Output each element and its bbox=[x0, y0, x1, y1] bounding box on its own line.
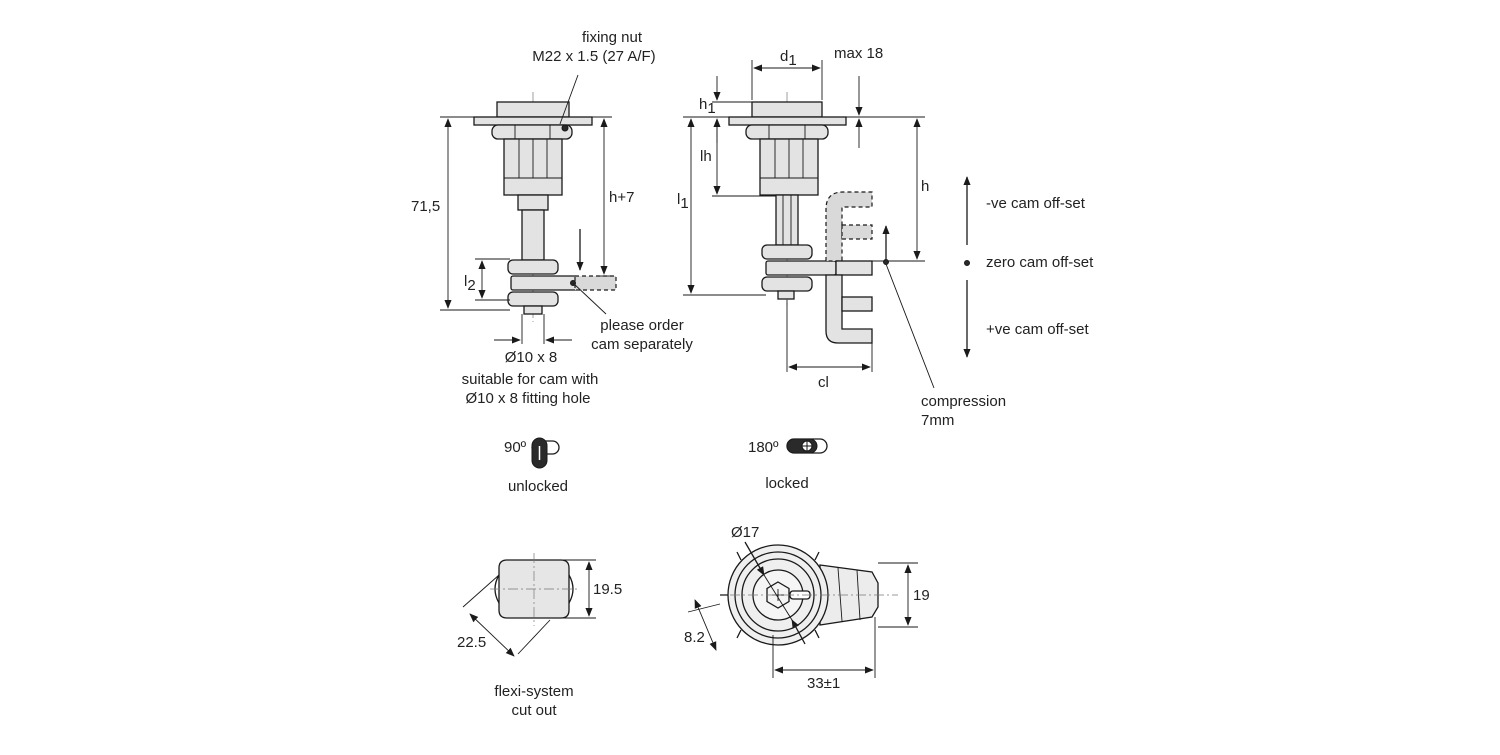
dim-h1: h1 bbox=[699, 96, 716, 117]
fitting-hole-label: Ø10 x 8 fitting hole bbox=[465, 390, 590, 407]
dim-dia-17: Ø17 bbox=[731, 524, 759, 541]
locked-label: locked bbox=[765, 475, 808, 492]
unlocked-indicator-icon bbox=[531, 437, 560, 469]
dim-8-2: 8.2 bbox=[684, 629, 705, 646]
locked-indicator-icon bbox=[786, 438, 828, 454]
unlocked-label: unlocked bbox=[508, 478, 568, 495]
dim-dia-10x8: Ø10 x 8 bbox=[505, 349, 558, 366]
dim-19-5: 19.5 bbox=[593, 581, 622, 598]
angle-90-label: 90º bbox=[504, 439, 527, 456]
angle-180-label: 180º bbox=[748, 439, 779, 456]
dim-cl: cl bbox=[818, 374, 829, 391]
suitable-cam-label: suitable for cam with bbox=[462, 371, 599, 388]
flexi-cut-out-view bbox=[462, 553, 596, 657]
dim-33: 33±1 bbox=[807, 675, 840, 692]
compression-value: 7mm bbox=[921, 412, 954, 429]
front-view bbox=[687, 541, 918, 678]
dim-19: 19 bbox=[913, 587, 930, 604]
dim-l2: l2 bbox=[464, 273, 476, 294]
fixing-nut-label: fixing nut bbox=[582, 29, 643, 46]
pos-offset-label: +ve cam off-set bbox=[986, 321, 1090, 338]
dim-22-5: 22.5 bbox=[457, 634, 486, 651]
neg-offset-label: -ve cam off-set bbox=[986, 195, 1086, 212]
left-side-view bbox=[440, 74, 617, 344]
dim-h: h bbox=[921, 178, 929, 195]
flexi-system-label: flexi-system bbox=[494, 683, 573, 700]
fixing-nut-spec: M22 x 1.5 (27 A/F) bbox=[532, 48, 655, 65]
right-side-view bbox=[683, 60, 971, 389]
labels: fixing nut M22 x 1.5 (27 A/F) 71,5 h+7 l… bbox=[411, 29, 1094, 719]
please-order-label: please order bbox=[600, 317, 683, 334]
dim-71-5: 71,5 bbox=[411, 198, 440, 215]
dim-h-plus-7: h+7 bbox=[609, 189, 634, 206]
dim-l1: l1 bbox=[677, 191, 689, 212]
zero-offset-label: zero cam off-set bbox=[986, 254, 1094, 271]
compression-label: compression bbox=[921, 393, 1006, 410]
dim-lh: lh bbox=[700, 148, 712, 165]
cam-separately-label: cam separately bbox=[591, 336, 693, 353]
dim-d1: d1 bbox=[780, 48, 797, 69]
cut-out-label: cut out bbox=[511, 702, 557, 719]
max-18-label: max 18 bbox=[834, 45, 883, 62]
